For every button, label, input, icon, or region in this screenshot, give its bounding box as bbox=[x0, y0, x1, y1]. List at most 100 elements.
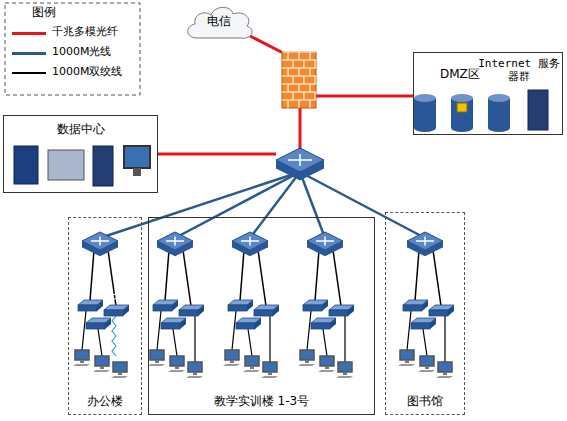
switch-side bbox=[105, 318, 111, 329]
network-link bbox=[407, 311, 411, 350]
switch-front bbox=[228, 305, 247, 311]
pc-monitor bbox=[400, 350, 414, 360]
network-link bbox=[444, 316, 445, 362]
zone-label: 办公楼 bbox=[87, 394, 123, 408]
pc-monitor bbox=[225, 350, 239, 360]
pc-stand bbox=[193, 372, 197, 375]
network-link bbox=[433, 250, 441, 306]
switch-front bbox=[78, 305, 97, 311]
firewall-brick bbox=[288, 68, 289, 76]
switch-arrows bbox=[241, 237, 259, 246]
pc-keyboard bbox=[418, 370, 435, 372]
server-cylinder-top bbox=[414, 94, 436, 102]
cloud-node: 电信 bbox=[183, 2, 257, 44]
network-link bbox=[248, 329, 252, 356]
pc-stand bbox=[100, 366, 104, 369]
pc-monitor bbox=[263, 362, 277, 372]
pc-monitor bbox=[113, 362, 127, 372]
zone-label: 电信 bbox=[207, 14, 231, 28]
server-tower bbox=[528, 90, 548, 130]
switch-side bbox=[422, 300, 428, 311]
firewall-brick bbox=[299, 100, 300, 108]
network-link bbox=[333, 250, 341, 306]
switch-front bbox=[429, 310, 448, 316]
switch-arrows bbox=[166, 237, 184, 246]
pc-keyboard bbox=[168, 370, 185, 372]
wireless-link bbox=[112, 316, 116, 356]
network-link bbox=[250, 172, 300, 238]
pc-stand bbox=[118, 372, 122, 375]
firewall-brick bbox=[304, 76, 305, 84]
network-link bbox=[90, 250, 94, 301]
pc-monitor bbox=[150, 350, 164, 360]
pc-monitor bbox=[438, 362, 452, 372]
server-cylinder bbox=[488, 98, 510, 128]
switch-front bbox=[311, 323, 330, 329]
network-link bbox=[240, 250, 244, 301]
pc-keyboard bbox=[186, 376, 203, 378]
network-link bbox=[323, 329, 327, 356]
firewall-brick bbox=[315, 76, 316, 84]
pc-monitor bbox=[300, 350, 314, 360]
switch-front bbox=[411, 323, 430, 329]
zone-box: 图书馆 bbox=[385, 212, 465, 415]
pc-monitor bbox=[338, 362, 352, 372]
firewall-brick bbox=[299, 84, 300, 92]
legend-text: 1000M双绞线 bbox=[52, 65, 123, 78]
network-link bbox=[269, 316, 270, 362]
switch-side bbox=[322, 300, 328, 311]
network-link bbox=[423, 329, 427, 356]
network-link bbox=[157, 153, 276, 156]
firewall-brick bbox=[310, 84, 311, 92]
zone-label: DMZ区 bbox=[440, 67, 480, 81]
firewall-brick bbox=[282, 76, 316, 77]
pc-stand bbox=[343, 372, 347, 375]
firewall-brick bbox=[282, 92, 316, 93]
pc-monitor bbox=[188, 362, 202, 372]
firewall-brick bbox=[310, 68, 311, 76]
switch-side bbox=[448, 305, 454, 316]
lock-symbol bbox=[457, 103, 467, 112]
switch-front bbox=[179, 310, 198, 316]
switch-side bbox=[198, 305, 204, 316]
pc-monitor bbox=[420, 356, 434, 366]
pc-stand bbox=[155, 360, 159, 363]
pc-keyboard bbox=[243, 370, 260, 372]
monitor bbox=[124, 146, 150, 168]
pc-stand bbox=[268, 372, 272, 375]
legend-swatch bbox=[12, 52, 46, 55]
switch-front bbox=[403, 305, 422, 311]
switch-side bbox=[430, 318, 436, 329]
network-link bbox=[183, 250, 191, 306]
network-link bbox=[100, 172, 300, 238]
network-link bbox=[82, 311, 86, 350]
server-cylinder-top bbox=[451, 94, 473, 102]
network-link bbox=[299, 108, 302, 150]
legend-frame bbox=[5, 3, 140, 95]
firewall-brick bbox=[315, 92, 316, 100]
pc-keyboard bbox=[436, 376, 453, 378]
firewall-brick bbox=[304, 60, 305, 68]
network-link bbox=[415, 250, 419, 301]
network-link bbox=[165, 250, 169, 301]
network-link bbox=[232, 311, 236, 350]
server-cylinder bbox=[414, 98, 436, 128]
pc-keyboard bbox=[148, 364, 165, 366]
wireless-symbol bbox=[109, 294, 123, 301]
firewall-brick bbox=[310, 52, 311, 60]
network-link bbox=[300, 172, 425, 238]
firewall-brick bbox=[299, 52, 300, 60]
storage-device bbox=[48, 150, 84, 180]
pc-stand bbox=[325, 366, 329, 369]
pc-monitor bbox=[170, 356, 184, 366]
firewall-brick bbox=[299, 68, 300, 76]
switch-side bbox=[180, 318, 186, 329]
switch-side bbox=[273, 305, 279, 316]
switch-side bbox=[348, 305, 354, 316]
switch-arrows bbox=[416, 237, 434, 246]
firewall-brick bbox=[293, 92, 294, 100]
server-tower bbox=[93, 146, 113, 186]
pc-stand bbox=[80, 360, 84, 363]
firewall-brick bbox=[282, 60, 316, 61]
zone-box: 数据中心 bbox=[3, 115, 158, 193]
